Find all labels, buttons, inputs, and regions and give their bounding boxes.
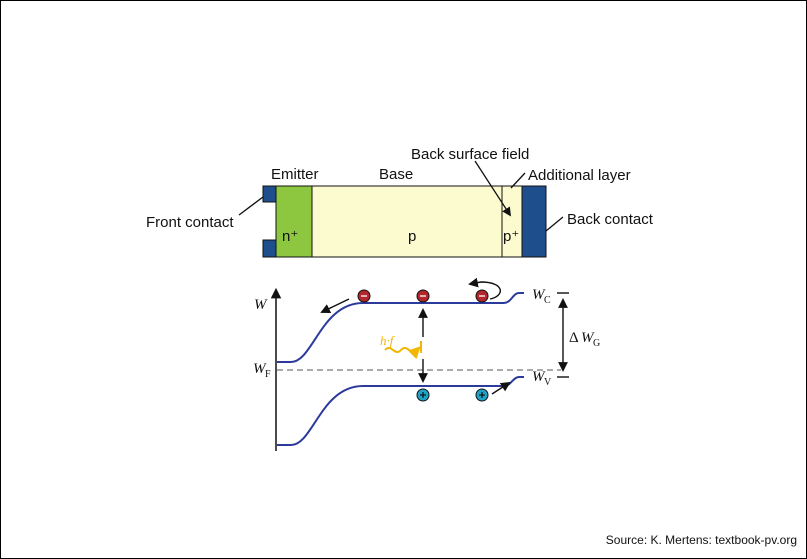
label-emitter: Emitter (271, 166, 319, 183)
energy-axis-symbol: W (254, 297, 268, 313)
front-contact-top (262, 185, 278, 203)
front-contact-bottom (262, 239, 278, 258)
conduction-band-subscript: C (544, 295, 551, 306)
fermi-level-subscript: F (265, 369, 271, 380)
source-credit: Source: K. Mertens: textbook-pv.org (606, 533, 797, 547)
hole-drift-arrow (491, 381, 511, 395)
leader-back-surface-field (474, 160, 511, 217)
label-additional-layer: Additional layer (528, 167, 631, 184)
conduction-band-symbol: W (532, 287, 546, 303)
photon-wave (384, 346, 421, 360)
electron-center (416, 289, 430, 303)
electron-reflection-arrow (468, 277, 501, 300)
fermi-level-symbol: W (253, 361, 267, 377)
label-back-surface-field: Back surface field (411, 146, 529, 163)
leader-back-contact (545, 216, 564, 232)
band-diagram: W W F W C W V Δ W G h·f (253, 277, 600, 451)
leader-front-contact (238, 196, 264, 216)
base-region (311, 185, 503, 258)
label-front-contact: Front contact (146, 214, 234, 231)
valence-band (277, 376, 524, 446)
valence-band-symbol: W (532, 369, 546, 385)
bsf-region (501, 185, 523, 258)
band-gap-subscript: G (593, 338, 600, 349)
hole-right (475, 388, 489, 402)
bsf-doping: p⁺ (503, 228, 519, 245)
leader-additional-layer (510, 172, 526, 189)
emitter-doping: n⁺ (282, 228, 298, 245)
emitter-region (275, 185, 313, 258)
base-doping: p (408, 228, 416, 245)
device-cross-section: n⁺ p p⁺ Emitter Base Back surface field … (146, 146, 654, 258)
band-gap-symbol: W (581, 330, 595, 346)
hole-center (416, 388, 430, 402)
conduction-band (277, 292, 524, 363)
electron-right (475, 289, 489, 303)
electron-drift-arrow (320, 298, 350, 314)
back-contact (521, 185, 547, 258)
label-back-contact: Back contact (567, 211, 654, 228)
electron-left (357, 289, 371, 303)
label-base: Base (379, 166, 413, 183)
band-gap-prefix: Δ (569, 330, 579, 346)
valence-band-subscript: V (544, 377, 552, 388)
photon-label: h·f (380, 333, 396, 348)
